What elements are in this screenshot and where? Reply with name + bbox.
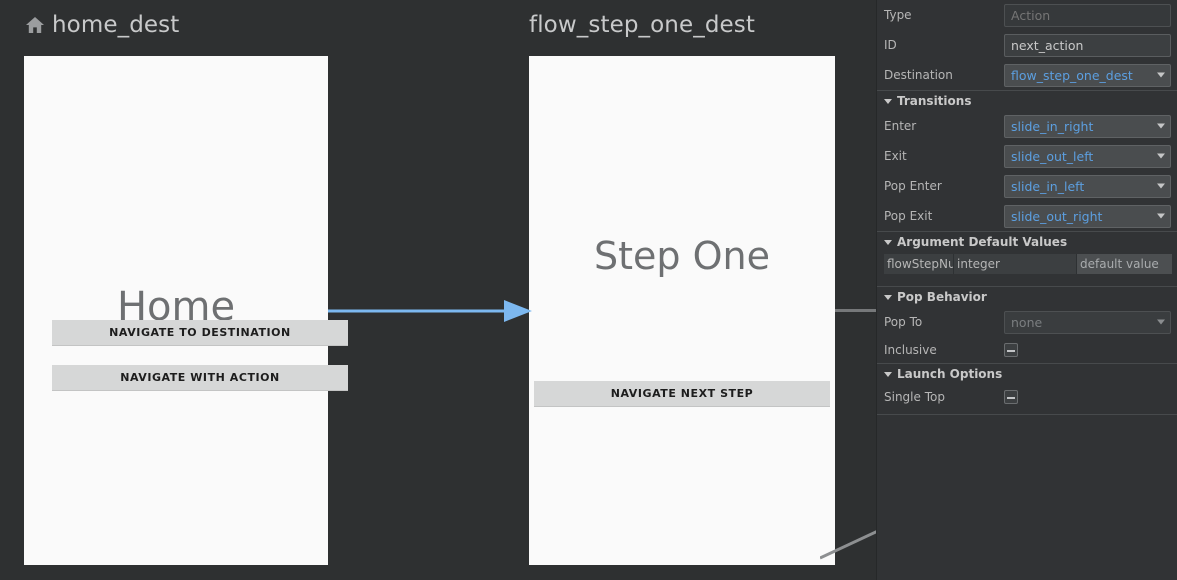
destination-title-label: flow_step_one_dest: [529, 12, 755, 38]
destination-dropdown[interactable]: flow_step_one_dest: [1004, 63, 1171, 87]
exit-transition-value: slide_out_left: [1011, 148, 1094, 164]
attributes-inspector-panel[interactable]: Type ID Destination flow_step_one_dest T…: [876, 0, 1177, 580]
outgoing-connector-stub[interactable]: [835, 309, 876, 312]
section-header-transitions[interactable]: Transitions: [877, 90, 1177, 111]
inclusive-checkbox[interactable]: [1004, 343, 1018, 357]
destination-dropdown-value: flow_step_one_dest: [1011, 67, 1133, 83]
home-icon: [26, 17, 44, 33]
property-row-enter: Enter slide_in_right: [877, 111, 1177, 141]
navigate-next-step-button[interactable]: NAVIGATE NEXT STEP: [534, 381, 830, 407]
exit-transition-dropdown[interactable]: slide_out_left: [1004, 144, 1171, 168]
exit-label: Exit: [884, 149, 907, 163]
chevron-down-icon: [884, 371, 892, 377]
section-header-pop-behavior[interactable]: Pop Behavior: [877, 286, 1177, 307]
destination-title-flow-step-one[interactable]: flow_step_one_dest: [529, 12, 755, 38]
single-top-checkbox[interactable]: [1004, 390, 1018, 404]
property-row-inclusive: Inclusive: [877, 337, 1177, 363]
chevron-down-icon: [1157, 72, 1165, 78]
enter-transition-dropdown[interactable]: slide_in_right: [1004, 114, 1171, 138]
destination-title-label: home_dest: [52, 12, 180, 38]
argument-row[interactable]: flowStepNumbe integer default value: [884, 254, 1172, 274]
argument-table-spacer: [877, 274, 1177, 286]
pop-enter-transition-value: slide_in_left: [1011, 178, 1085, 194]
section-header-argument-default-values[interactable]: Argument Default Values: [877, 231, 1177, 252]
property-row-pop-enter: Pop Enter slide_in_left: [877, 171, 1177, 201]
design-canvas[interactable]: home_dest flow_step_one_dest Home NAVIGA…: [0, 0, 876, 580]
property-row-pop-to: Pop To none: [877, 307, 1177, 337]
chevron-down-icon: [1157, 213, 1165, 219]
property-row-destination: Destination flow_step_one_dest: [877, 60, 1177, 90]
pop-exit-transition-dropdown[interactable]: slide_out_right: [1004, 204, 1171, 228]
section-title: Pop Behavior: [897, 290, 987, 304]
pop-exit-transition-value: slide_out_right: [1011, 208, 1103, 224]
chevron-down-icon: [884, 239, 892, 245]
argument-name-cell[interactable]: flowStepNumbe: [884, 254, 954, 274]
navigate-to-destination-button[interactable]: NAVIGATE TO DESTINATION: [52, 320, 348, 346]
chevron-down-icon: [1157, 183, 1165, 189]
panel-bottom-divider: [877, 414, 1177, 415]
pop-exit-label: Pop Exit: [884, 209, 933, 223]
argument-default-value-cell[interactable]: default value: [1077, 254, 1172, 274]
argument-type-cell[interactable]: integer: [954, 254, 1077, 274]
screen-label-step-one: Step One: [594, 234, 770, 278]
navigate-with-action-button[interactable]: NAVIGATE WITH ACTION: [52, 365, 348, 391]
pop-to-label: Pop To: [884, 315, 923, 329]
chevron-down-icon: [1157, 153, 1165, 159]
enter-label: Enter: [884, 119, 917, 133]
chevron-down-icon: [884, 98, 892, 104]
section-title: Launch Options: [897, 367, 1003, 381]
chevron-down-icon: [1157, 319, 1165, 325]
id-input[interactable]: [1004, 33, 1171, 57]
property-row-id: ID: [877, 30, 1177, 60]
section-title: Argument Default Values: [897, 235, 1068, 249]
destination-card-home[interactable]: Home NAVIGATE TO DESTINATION NAVIGATE WI…: [24, 56, 348, 565]
pop-to-value: none: [1011, 314, 1043, 330]
destination-label: Destination: [884, 68, 953, 82]
type-label: Type: [884, 8, 912, 22]
pop-enter-transition-dropdown[interactable]: slide_in_left: [1004, 174, 1171, 198]
destination-card-flow-step-one[interactable]: Step One NAVIGATE NEXT STEP: [529, 56, 835, 565]
property-row-single-top: Single Top: [877, 384, 1177, 410]
pop-enter-label: Pop Enter: [884, 179, 942, 193]
enter-transition-value: slide_in_right: [1011, 118, 1094, 134]
id-label: ID: [884, 38, 897, 52]
single-top-label: Single Top: [884, 390, 945, 404]
pop-to-dropdown[interactable]: none: [1004, 310, 1171, 334]
action-arrow-connector[interactable]: [328, 296, 533, 326]
inclusive-label: Inclusive: [884, 343, 937, 357]
type-input[interactable]: [1004, 3, 1171, 27]
destination-title-home[interactable]: home_dest: [24, 12, 179, 38]
diagonal-connector-line[interactable]: [820, 520, 876, 580]
property-row-exit: Exit slide_out_left: [877, 141, 1177, 171]
section-title: Transitions: [897, 94, 972, 108]
section-header-launch-options[interactable]: Launch Options: [877, 363, 1177, 384]
property-row-type: Type: [877, 0, 1177, 30]
property-row-pop-exit: Pop Exit slide_out_right: [877, 201, 1177, 231]
chevron-down-icon: [884, 294, 892, 300]
chevron-down-icon: [1157, 123, 1165, 129]
